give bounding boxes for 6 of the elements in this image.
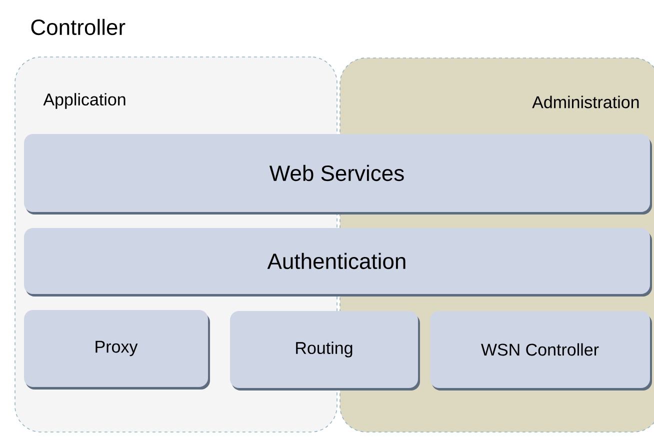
component-box: WSN Controller — [430, 311, 652, 390]
layer-box: Web Services — [24, 134, 652, 214]
component-box: Routing — [230, 311, 420, 390]
layer-box: Authentication — [24, 228, 652, 296]
title: Controller — [31, 18, 126, 36]
component-box: Proxy — [24, 310, 210, 390]
